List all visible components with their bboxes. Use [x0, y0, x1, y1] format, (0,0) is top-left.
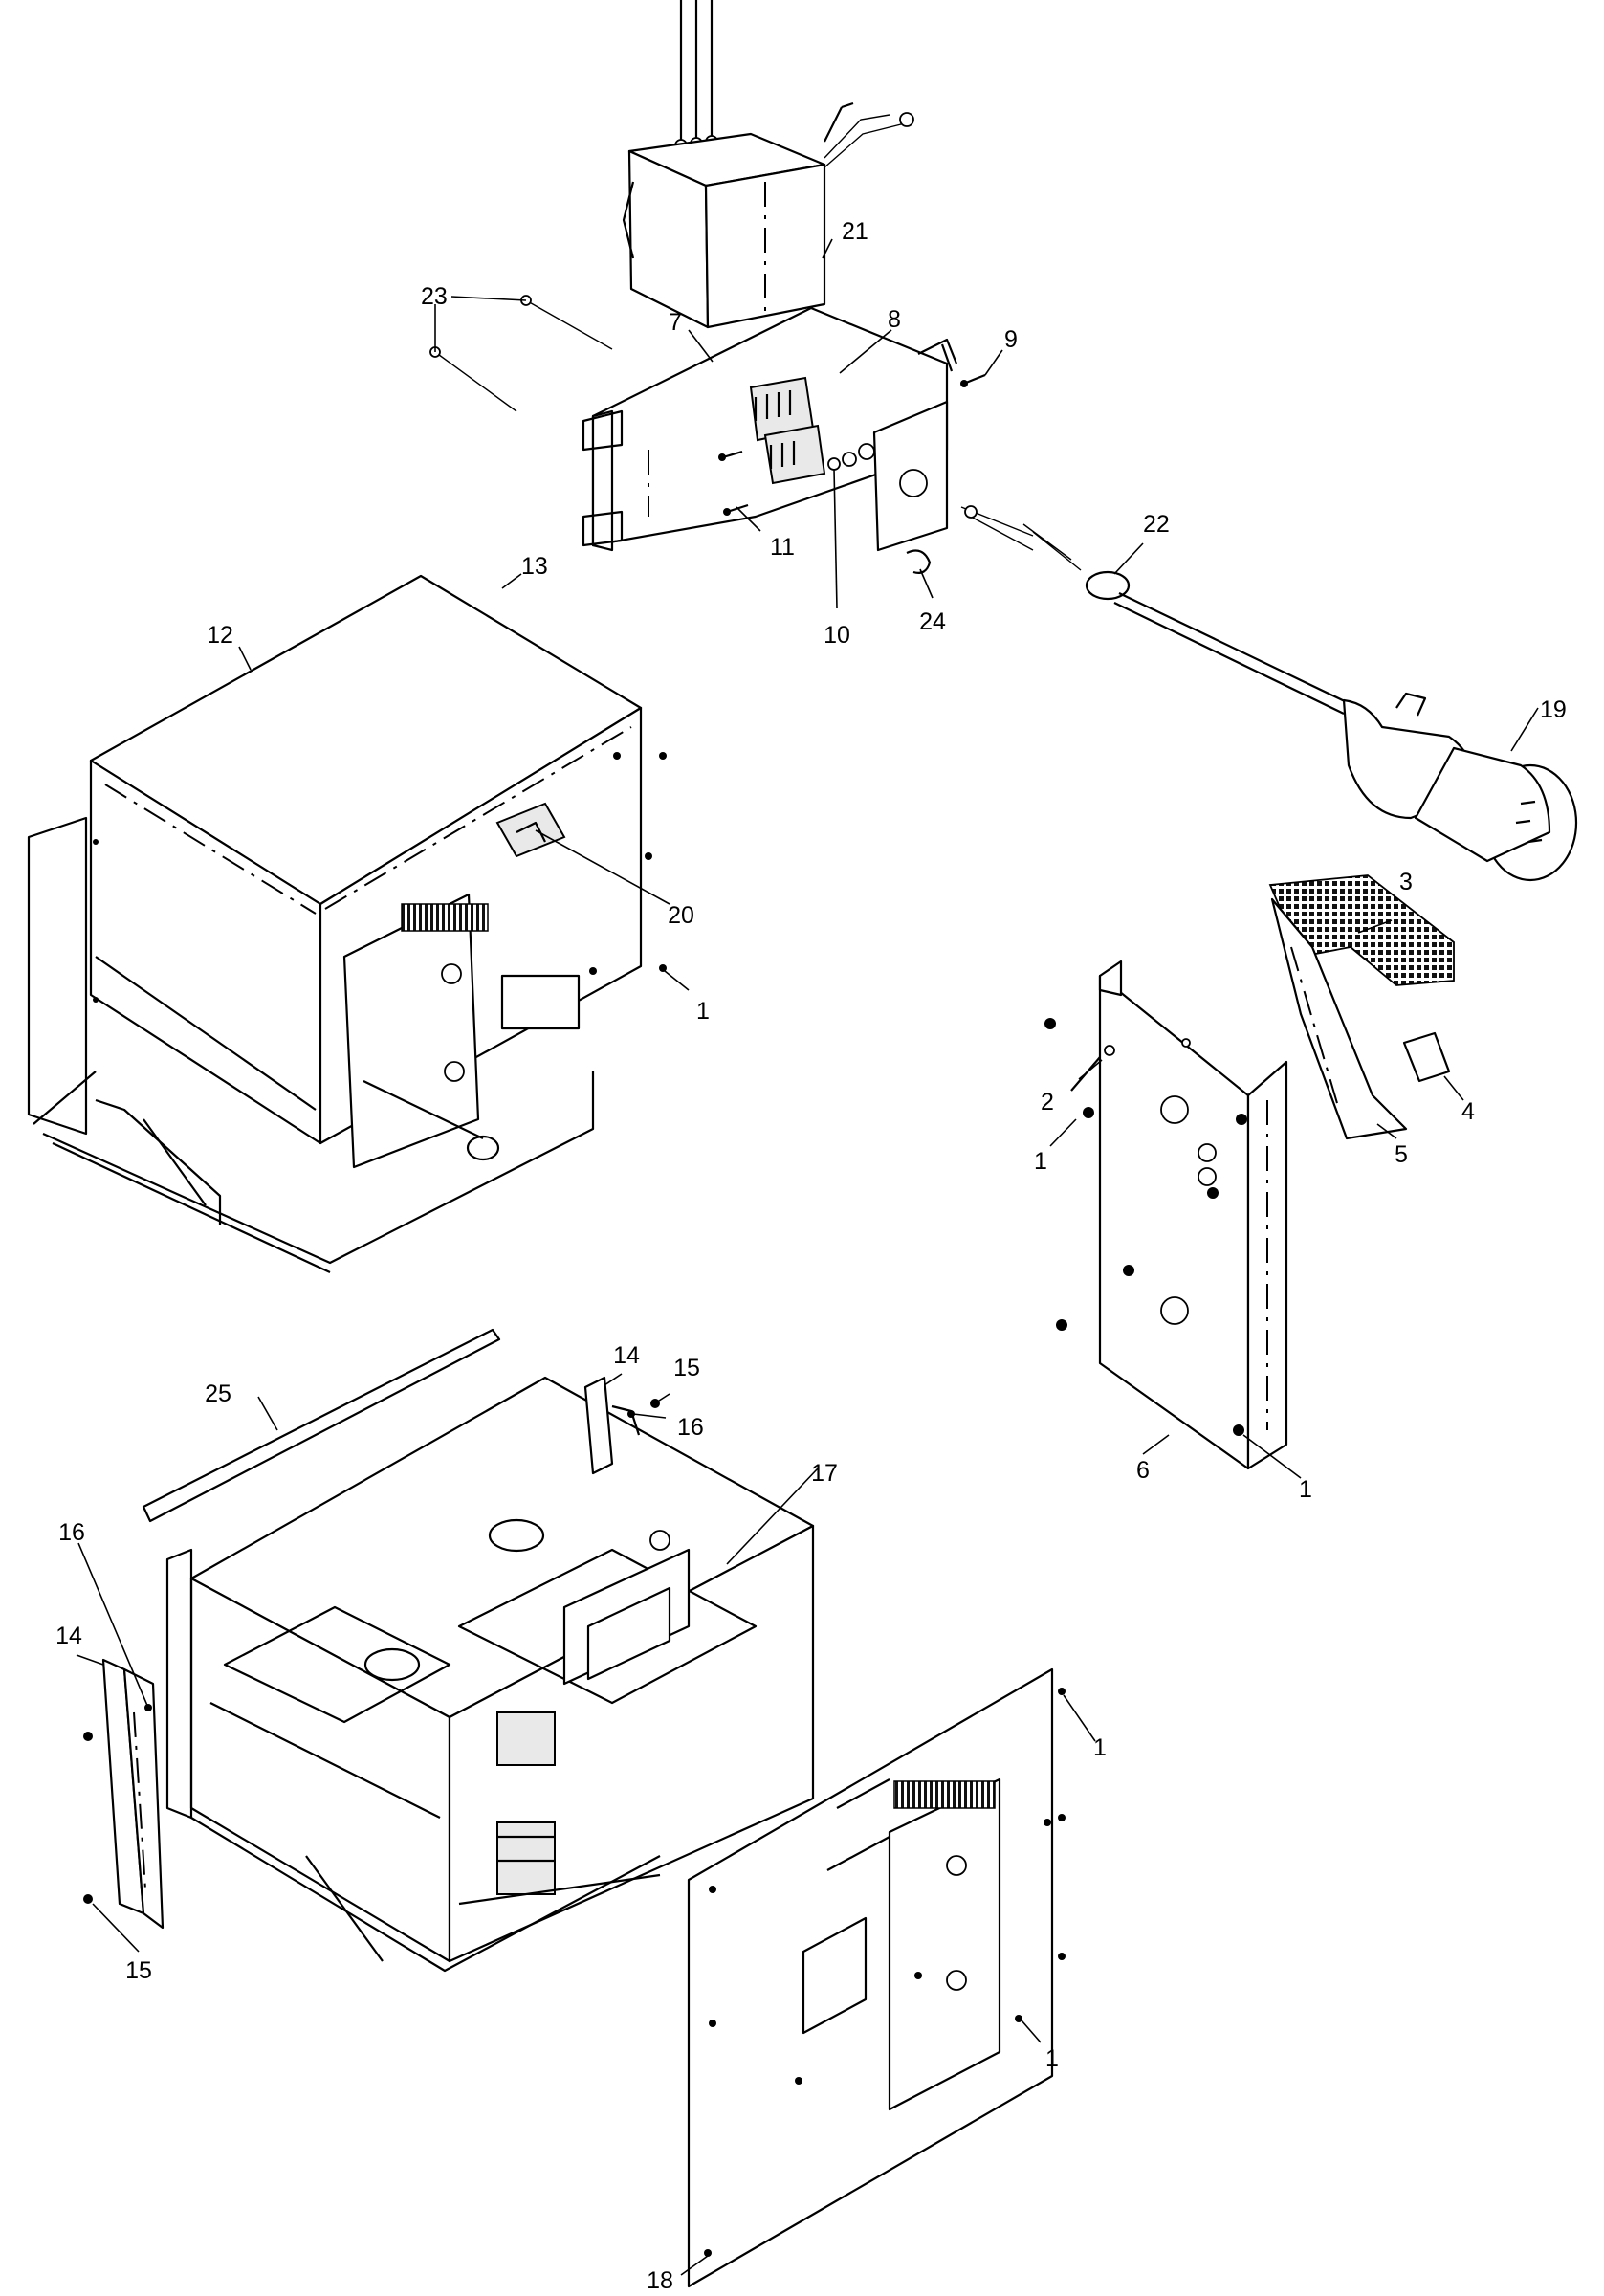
callout-6: 6 — [1136, 1457, 1150, 1484]
callout-25: 25 — [205, 1380, 231, 1407]
callout-12: 12 — [207, 622, 233, 649]
gasket-strip-part-25 — [142, 1328, 501, 1523]
callout-1e: 1 — [1045, 2045, 1059, 2072]
callout-11: 11 — [770, 534, 795, 561]
callout-18: 18 — [647, 2267, 673, 2294]
screws-side-panel — [704, 1688, 1066, 2257]
components-part-20 — [495, 802, 566, 858]
callout-10: 10 — [824, 622, 850, 649]
callout-1c: 1 — [1299, 1476, 1312, 1503]
callout-4: 4 — [1461, 1098, 1475, 1125]
callout-14-left: 14 — [55, 1623, 82, 1649]
bracket-part-14-left — [101, 1658, 165, 1930]
callout-5: 5 — [1395, 1141, 1408, 1168]
power-cord-part-22 — [960, 505, 1350, 715]
callout-8: 8 — [888, 306, 901, 333]
screws-service-panel — [1044, 1018, 1247, 1436]
callout-2: 2 — [1041, 1089, 1054, 1115]
callout-14-right: 14 — [613, 1342, 640, 1369]
clip-part-4 — [1402, 1031, 1451, 1083]
screws-part-9-10-11 — [718, 373, 986, 516]
callout-13: 13 — [521, 553, 548, 580]
callout-23: 23 — [421, 283, 448, 310]
chassis-body — [165, 1376, 815, 1973]
terminal-block-part-8 — [749, 376, 826, 485]
wiring-lead-part-23 — [429, 295, 613, 412]
leader-lines — [76, 238, 1539, 2276]
callout-1b: 1 — [1034, 1148, 1047, 1175]
callout-17: 17 — [811, 1460, 838, 1487]
callout-15-right: 15 — [673, 1355, 700, 1381]
bracket-part-5 — [1270, 897, 1408, 1140]
clip-part-24 — [906, 549, 932, 574]
plug-part-19 — [1342, 692, 1578, 882]
screws-upper-cabinet — [93, 752, 667, 1003]
callout-20: 20 — [668, 902, 694, 929]
control-box-part-21 — [622, 101, 914, 329]
callout-1a: 1 — [696, 998, 710, 1025]
callout-21: 21 — [842, 218, 868, 245]
unit-frame-upper — [27, 816, 595, 1273]
callout-labels: 21 23 7 8 9 11 10 24 22 19 13 12 20 1 3 … — [55, 218, 1567, 2294]
callout-1d: 1 — [1093, 1734, 1107, 1761]
callout-24: 24 — [919, 608, 946, 635]
callout-7: 7 — [669, 309, 682, 336]
callout-22: 22 — [1143, 511, 1170, 538]
callout-16-right: 16 — [677, 1414, 704, 1441]
callout-16-left: 16 — [58, 1519, 85, 1546]
callout-19: 19 — [1540, 696, 1567, 723]
side-panel-part-18 — [687, 1667, 1054, 2288]
callout-3: 3 — [1399, 869, 1413, 895]
service-panel-part-6 — [1098, 960, 1288, 1470]
callout-15-left: 15 — [125, 1957, 152, 1984]
wire-bundle-top — [674, 0, 718, 152]
callout-9: 9 — [1004, 326, 1018, 353]
